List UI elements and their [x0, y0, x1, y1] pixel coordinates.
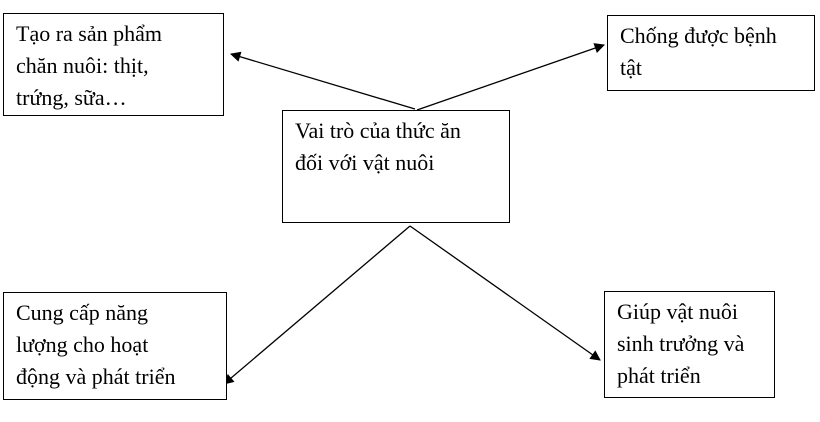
node-text-line: trứng, sữa…	[16, 85, 127, 110]
node-text-line: sinh trưởng và	[617, 331, 745, 356]
arrow-to-bottom-right	[409, 225, 601, 361]
node-central-topic: Vai trò của thức ăn đối với vật nuôi	[282, 110, 510, 223]
node-text-line: Cung cấp năng	[16, 300, 148, 325]
node-energy: Cung cấp năng lượng cho hoạt động và phá…	[3, 292, 227, 400]
node-products: Tạo ra sản phẩm chăn nuôi: thịt, trứng, …	[3, 13, 224, 116]
node-text-line: tật	[620, 55, 642, 80]
central-topic-text-line: đối với vật nuôi	[295, 150, 435, 175]
node-text-line: Tạo ra sản phẩm	[16, 21, 162, 46]
arrow-to-top-left	[230, 51, 416, 110]
node-disease-resistance: Chống được bệnh tật	[607, 15, 815, 91]
node-text-line: Chống được bệnh	[620, 23, 777, 48]
node-growth: Giúp vật nuôi sinh trưởng và phát triển	[604, 291, 775, 398]
node-text-line: động và phát triển	[16, 364, 176, 389]
node-text-line: phát triển	[617, 363, 701, 388]
arrow-to-bottom-left	[223, 225, 411, 385]
node-text-line: chăn nuôi: thịt,	[16, 53, 149, 78]
node-text-line: Giúp vật nuôi	[617, 299, 738, 324]
node-text-line: lượng cho hoạt	[16, 332, 149, 357]
arrow-to-top-right	[416, 43, 605, 111]
central-topic-text-line: Vai trò của thức ăn	[295, 118, 461, 143]
